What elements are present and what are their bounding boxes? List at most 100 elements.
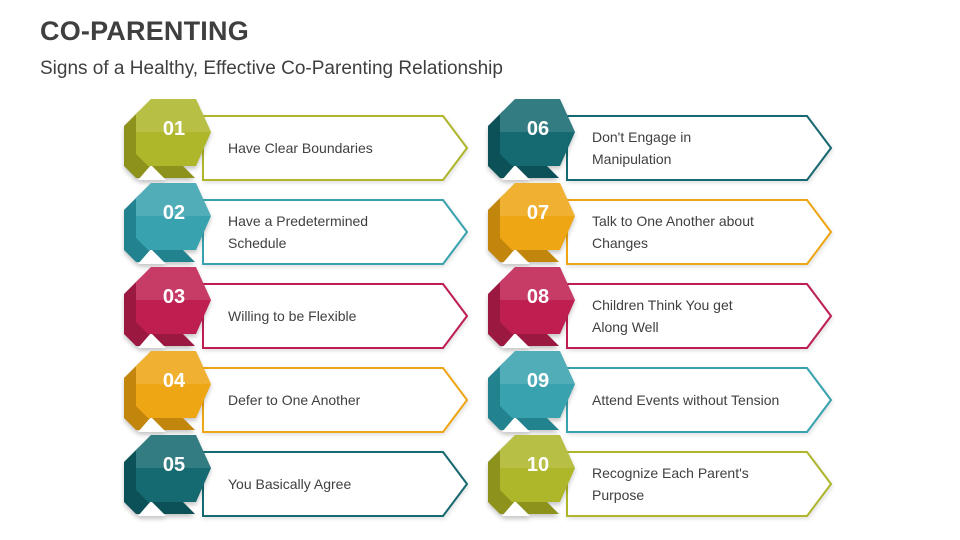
item-text-line: Along Well	[592, 319, 659, 335]
item-text-line: Manipulation	[592, 151, 672, 167]
item-02: Have a Predetermined Schedule 02	[124, 178, 468, 266]
banner-arrow-shape	[202, 451, 468, 517]
item-03-number-badge: 03	[124, 267, 211, 348]
badge-highlight	[500, 267, 575, 300]
item-05: You Basically Agree 05	[124, 430, 468, 518]
item-04: Defer to One Another 04	[124, 346, 468, 434]
banner-arrow-shape	[566, 115, 832, 181]
badge-highlight	[136, 435, 211, 468]
item-number: 06	[527, 118, 549, 140]
item-text-line: Attend Events without Tension	[592, 392, 780, 408]
banner-arrow-shape	[566, 199, 832, 265]
badge-front-arrow	[136, 267, 211, 334]
item-text-line: Recognize Each Parent's	[592, 465, 749, 481]
badge-front-arrow	[500, 267, 575, 334]
item-09-banner	[566, 367, 832, 433]
banner-arrow-shape	[566, 283, 832, 349]
page-subtitle: Signs of a Healthy, Effective Co-Parenti…	[40, 58, 503, 79]
item-number: 09	[527, 370, 549, 392]
badge-notch	[502, 165, 530, 180]
item-05-number-badge: 05	[124, 435, 211, 516]
item-number: 03	[163, 286, 185, 308]
badge-front-arrow	[500, 183, 575, 250]
banner-arrow-shape	[202, 283, 468, 349]
item-01-text: Have Clear Boundaries	[228, 115, 453, 181]
item-text-line: Schedule	[228, 235, 287, 251]
item-02-banner	[202, 199, 468, 265]
badge-highlight	[136, 267, 211, 300]
item-08: Children Think You get Along Well 08	[488, 262, 832, 350]
item-06-banner	[566, 115, 832, 181]
item-06-text: Don't Engage in Manipulation	[592, 115, 817, 181]
badge-highlight	[500, 435, 575, 468]
item-05-banner	[202, 451, 468, 517]
badge-highlight	[500, 351, 575, 384]
item-text-line: Talk to One Another about	[592, 213, 754, 229]
item-02-number-badge: 02	[124, 183, 211, 264]
banner-arrow-shape	[566, 367, 832, 433]
item-text-line: Don't Engage in	[592, 129, 692, 145]
badge-front-arrow	[136, 183, 211, 250]
badge-notch	[138, 249, 166, 264]
item-10-banner	[566, 451, 832, 517]
badge-front-arrow	[500, 351, 575, 418]
item-number: 10	[527, 454, 549, 476]
item-text-line: Defer to One Another	[228, 392, 361, 408]
item-01-number-badge: 01	[124, 99, 211, 180]
item-03-banner	[202, 283, 468, 349]
badge-highlight	[500, 99, 575, 132]
item-01: Have Clear Boundaries 01	[124, 94, 468, 182]
item-number: 08	[527, 286, 549, 308]
badge-notch	[502, 501, 530, 516]
item-07: Talk to One Another about Changes 07	[488, 178, 832, 266]
item-09-text: Attend Events without Tension	[592, 367, 817, 433]
item-09-number-badge: 09	[488, 351, 575, 432]
item-04-banner	[202, 367, 468, 433]
item-10: Recognize Each Parent's Purpose 10	[488, 430, 832, 518]
badge-highlight	[136, 351, 211, 384]
item-03-text: Willing to be Flexible	[228, 283, 453, 349]
item-08-banner	[566, 283, 832, 349]
badge-front-arrow	[136, 99, 211, 166]
item-04-text: Defer to One Another	[228, 367, 453, 433]
item-06-number-badge: 06	[488, 99, 575, 180]
item-04-number-badge: 04	[124, 351, 211, 432]
badge-notch	[138, 417, 166, 432]
banner-arrow-shape	[566, 451, 832, 517]
item-text-line: Willing to be Flexible	[228, 308, 357, 324]
badge-notch	[138, 501, 166, 516]
item-text-line: Children Think You get	[592, 297, 733, 313]
badge-front-arrow	[500, 99, 575, 166]
badge-highlight	[136, 183, 211, 216]
item-10-number-badge: 10	[488, 435, 575, 516]
badge-notch	[502, 249, 530, 264]
item-07-number-badge: 07	[488, 183, 575, 264]
page-title: CO-PARENTING	[40, 16, 249, 46]
item-text-line: Changes	[592, 235, 649, 251]
banner-arrow-shape	[202, 115, 468, 181]
item-number: 01	[163, 118, 185, 140]
banner-arrow-shape	[202, 367, 468, 433]
badge-highlight	[500, 183, 575, 216]
badge-notch	[502, 417, 530, 432]
item-number: 02	[163, 202, 185, 224]
item-08-number-badge: 08	[488, 267, 575, 348]
item-05-text: You Basically Agree	[228, 451, 453, 517]
badge-front-arrow	[500, 435, 575, 502]
item-07-text: Talk to One Another about Changes	[592, 199, 817, 265]
badge-notch	[502, 333, 530, 348]
item-text-line: Have a Predetermined	[228, 213, 369, 229]
badge-highlight	[136, 99, 211, 132]
badge-notch	[138, 333, 166, 348]
item-01-banner	[202, 115, 468, 181]
item-number: 07	[527, 202, 549, 224]
item-09: Attend Events without Tension 09	[488, 346, 832, 434]
item-03: Willing to be Flexible 03	[124, 262, 468, 350]
item-text-line: Have Clear Boundaries	[228, 140, 373, 156]
item-06: Don't Engage in Manipulation 06	[488, 94, 832, 182]
item-number: 05	[163, 454, 185, 476]
item-text-line: You Basically Agree	[228, 476, 352, 492]
banner-arrow-shape	[202, 199, 468, 265]
item-10-text: Recognize Each Parent's Purpose	[592, 451, 817, 517]
